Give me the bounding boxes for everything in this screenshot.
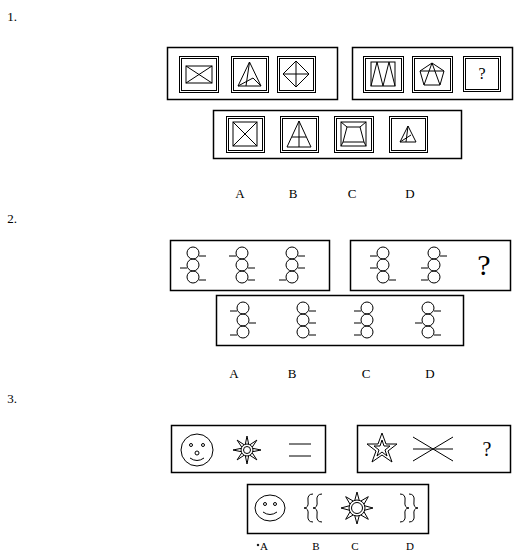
option-letter: B <box>288 367 297 380</box>
option-letter: D <box>405 187 414 200</box>
option-letter: B <box>289 187 298 200</box>
panel <box>358 426 511 473</box>
panel <box>351 241 511 291</box>
sun-figures <box>233 436 373 524</box>
answer-box: ? <box>463 56 501 92</box>
figure <box>186 61 444 147</box>
panel <box>248 485 429 534</box>
question-mark: ? <box>483 439 492 459</box>
panel <box>353 48 513 100</box>
question-number: 2. <box>7 212 17 225</box>
option-letter: C <box>362 367 371 380</box>
question-mark: ? <box>477 250 490 280</box>
option-letter: D <box>406 541 414 552</box>
option-letter: C <box>348 187 357 200</box>
bead-figures <box>180 247 447 338</box>
figure-frames <box>180 57 453 153</box>
question-mark: ? <box>478 66 485 82</box>
option-letter: A <box>229 367 238 380</box>
panel <box>217 296 464 346</box>
option-letter: A <box>235 187 244 200</box>
option-letter: B <box>312 541 319 552</box>
option-letter: D <box>425 367 434 380</box>
option-letter: A <box>260 541 268 552</box>
question-number: 1. <box>7 10 17 23</box>
panel <box>171 241 330 291</box>
option-letter: C <box>351 541 358 552</box>
figure <box>181 433 453 546</box>
panel <box>172 426 326 473</box>
panel <box>168 48 338 100</box>
panel <box>214 111 462 159</box>
question-number: 3. <box>7 392 17 405</box>
